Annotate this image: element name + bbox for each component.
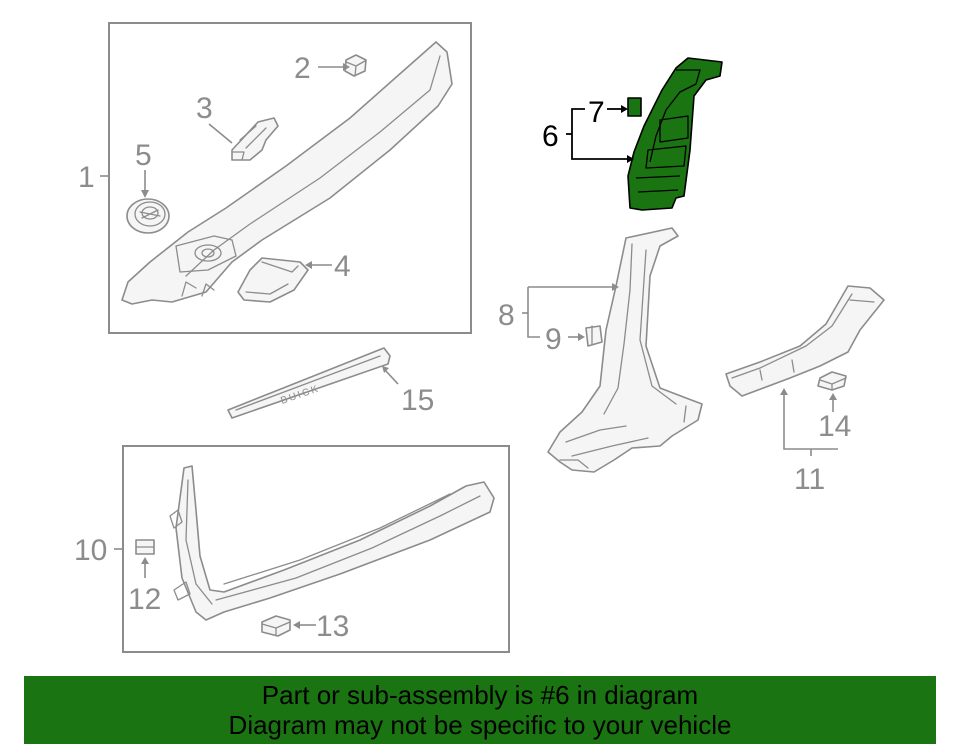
callout-15: 15 (401, 384, 434, 417)
callout-6: 6 (542, 120, 559, 153)
banner-line-2: Diagram may not be specific to your vehi… (228, 710, 732, 740)
clip-part-7[interactable] (627, 97, 642, 117)
clip-part-9[interactable] (585, 325, 603, 347)
leader-15 (384, 369, 399, 385)
group-box-1 (108, 22, 472, 334)
b-pillar-lower-trim-part-8[interactable] (547, 227, 703, 473)
callout-3: 3 (196, 92, 213, 125)
rear-sill-trim-part-11[interactable] (725, 285, 885, 397)
callout-9: 9 (545, 323, 562, 356)
callout-5: 5 (135, 139, 152, 172)
clip-part-2[interactable] (344, 54, 367, 77)
info-banner: Part or sub-assembly is #6 in diagram Di… (24, 676, 936, 744)
callout-7: 7 (588, 96, 605, 129)
callout-1: 1 (78, 161, 95, 194)
callout-14: 14 (818, 410, 851, 443)
a-pillar-trim-part[interactable] (121, 41, 453, 305)
callout-11: 11 (794, 463, 825, 496)
sill-plate-part-15[interactable]: BUICK (227, 347, 391, 419)
callout-10: 10 (74, 534, 107, 567)
cover-part-4[interactable] (237, 257, 309, 303)
clip-part-12[interactable] (135, 539, 155, 555)
b-pillar-upper-trim-part-6[interactable] (627, 57, 723, 211)
callout-4: 4 (334, 250, 351, 283)
leader-8 (527, 287, 540, 338)
clip-part-13[interactable] (261, 615, 291, 637)
clip-part-14[interactable] (817, 371, 847, 391)
banner-line-1: Part or sub-assembly is #6 in diagram (261, 680, 699, 710)
callout-8: 8 (498, 299, 515, 332)
callout-2: 2 (294, 52, 311, 85)
leader-3 (208, 123, 233, 144)
speaker-grille-part-5[interactable] (126, 198, 170, 234)
front-sill-trim-part-10[interactable] (169, 465, 495, 621)
bracket-part-3[interactable] (231, 117, 279, 161)
leader-11 (783, 395, 838, 450)
callout-13: 13 (316, 610, 349, 643)
callout-12: 12 (128, 583, 161, 616)
